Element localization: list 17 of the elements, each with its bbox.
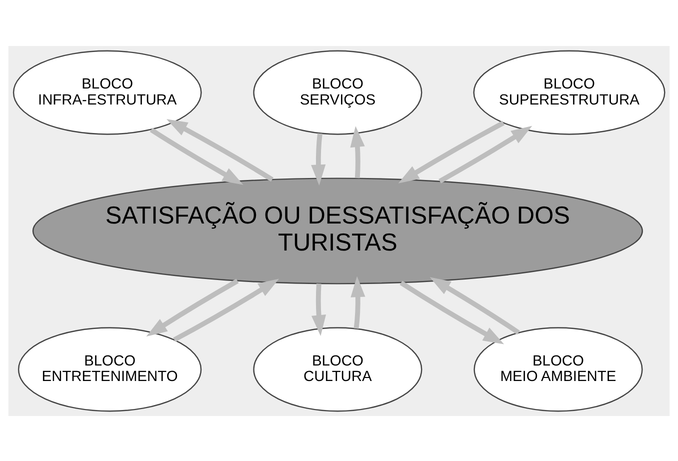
arrow (430, 276, 520, 334)
arrow (311, 283, 326, 336)
node-ellipse: BLOCO ENTRETENIMENTO (18, 326, 202, 412)
arrow (311, 132, 326, 186)
arrow (350, 126, 365, 178)
arrow (150, 127, 244, 184)
arrow (400, 280, 504, 344)
node-ellipse: BLOCO CULTURA (253, 326, 422, 412)
node-ellipse: BLOCO SUPERESTRUTURA (473, 50, 666, 134)
arrow (146, 278, 239, 336)
node-ellipse: SATISFAÇÃO OU DESSATISFAÇÃO DOS TURISTAS (32, 177, 643, 284)
arrow (173, 278, 280, 342)
arrow (350, 276, 366, 328)
arrow (438, 125, 532, 183)
node-ellipse: BLOCO SERVIÇOS (253, 50, 422, 134)
arrow (398, 120, 505, 183)
arrow (166, 118, 274, 182)
